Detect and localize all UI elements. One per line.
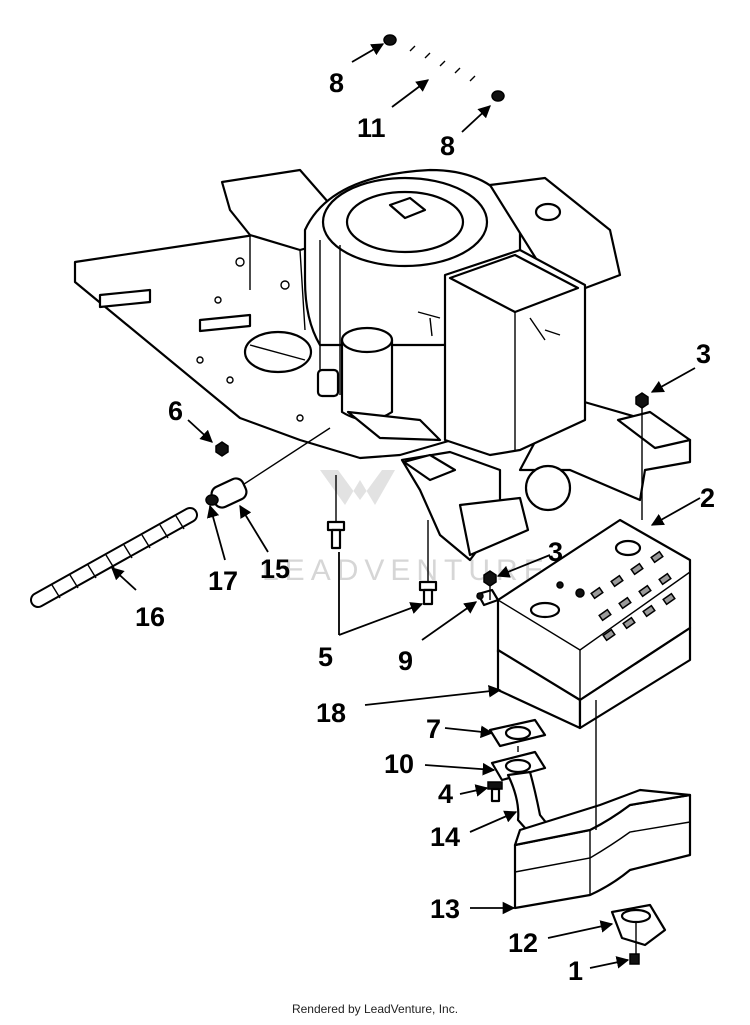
leader-lines bbox=[111, 43, 701, 969]
callout-17: 17 bbox=[208, 566, 238, 596]
callout-2: 2 bbox=[700, 483, 715, 513]
fuel-line-11 bbox=[383, 34, 505, 102]
nut-6 bbox=[215, 441, 229, 457]
watermark: LEADVENTURE bbox=[262, 470, 550, 587]
watermark-text: LEADVENTURE bbox=[262, 554, 550, 587]
muffler-guard-18 bbox=[496, 626, 692, 730]
callout-12: 12 bbox=[508, 928, 538, 958]
clamp-17 bbox=[205, 494, 219, 506]
callout-9: 9 bbox=[398, 646, 413, 676]
heat-shield-2 bbox=[496, 518, 692, 702]
callout-4: 4 bbox=[438, 779, 453, 809]
callout-13: 13 bbox=[430, 894, 460, 924]
nut-3-upper bbox=[635, 392, 649, 420]
fuel-filter-15 bbox=[205, 427, 331, 509]
callout-10: 10 bbox=[384, 749, 414, 779]
deflector-12 bbox=[610, 903, 667, 947]
footer-credit: Rendered by LeadVenture, Inc. bbox=[291, 1002, 459, 1016]
callout-8-top: 8 bbox=[329, 68, 344, 98]
callout-6: 6 bbox=[168, 396, 183, 426]
callout-labels: 8 11 8 3 6 2 15 17 3 16 5 9 18 7 10 4 14… bbox=[135, 68, 715, 986]
callout-5: 5 bbox=[318, 642, 333, 672]
callout-1: 1 bbox=[568, 956, 583, 986]
clamp-8-top bbox=[383, 34, 397, 46]
callout-3-upper: 3 bbox=[696, 339, 711, 369]
callout-16: 16 bbox=[135, 602, 165, 632]
gasket-7 bbox=[488, 718, 547, 748]
callout-18: 18 bbox=[316, 698, 346, 728]
flange-10 bbox=[490, 750, 547, 782]
callout-15: 15 bbox=[260, 554, 290, 584]
clip-9 bbox=[476, 588, 500, 607]
callout-11: 11 bbox=[357, 113, 386, 143]
callout-8-bottom: 8 bbox=[440, 131, 455, 161]
screw-1 bbox=[629, 953, 640, 965]
callout-7: 7 bbox=[426, 714, 441, 744]
callout-3-lower: 3 bbox=[548, 537, 563, 567]
callout-14: 14 bbox=[430, 822, 460, 852]
clamp-8-bottom bbox=[491, 90, 505, 102]
bolt-4 bbox=[487, 781, 503, 803]
muffler-13 bbox=[513, 788, 692, 910]
nut-3-lower bbox=[483, 570, 497, 587]
fuel-line-16 bbox=[30, 507, 198, 608]
engine bbox=[303, 168, 622, 457]
